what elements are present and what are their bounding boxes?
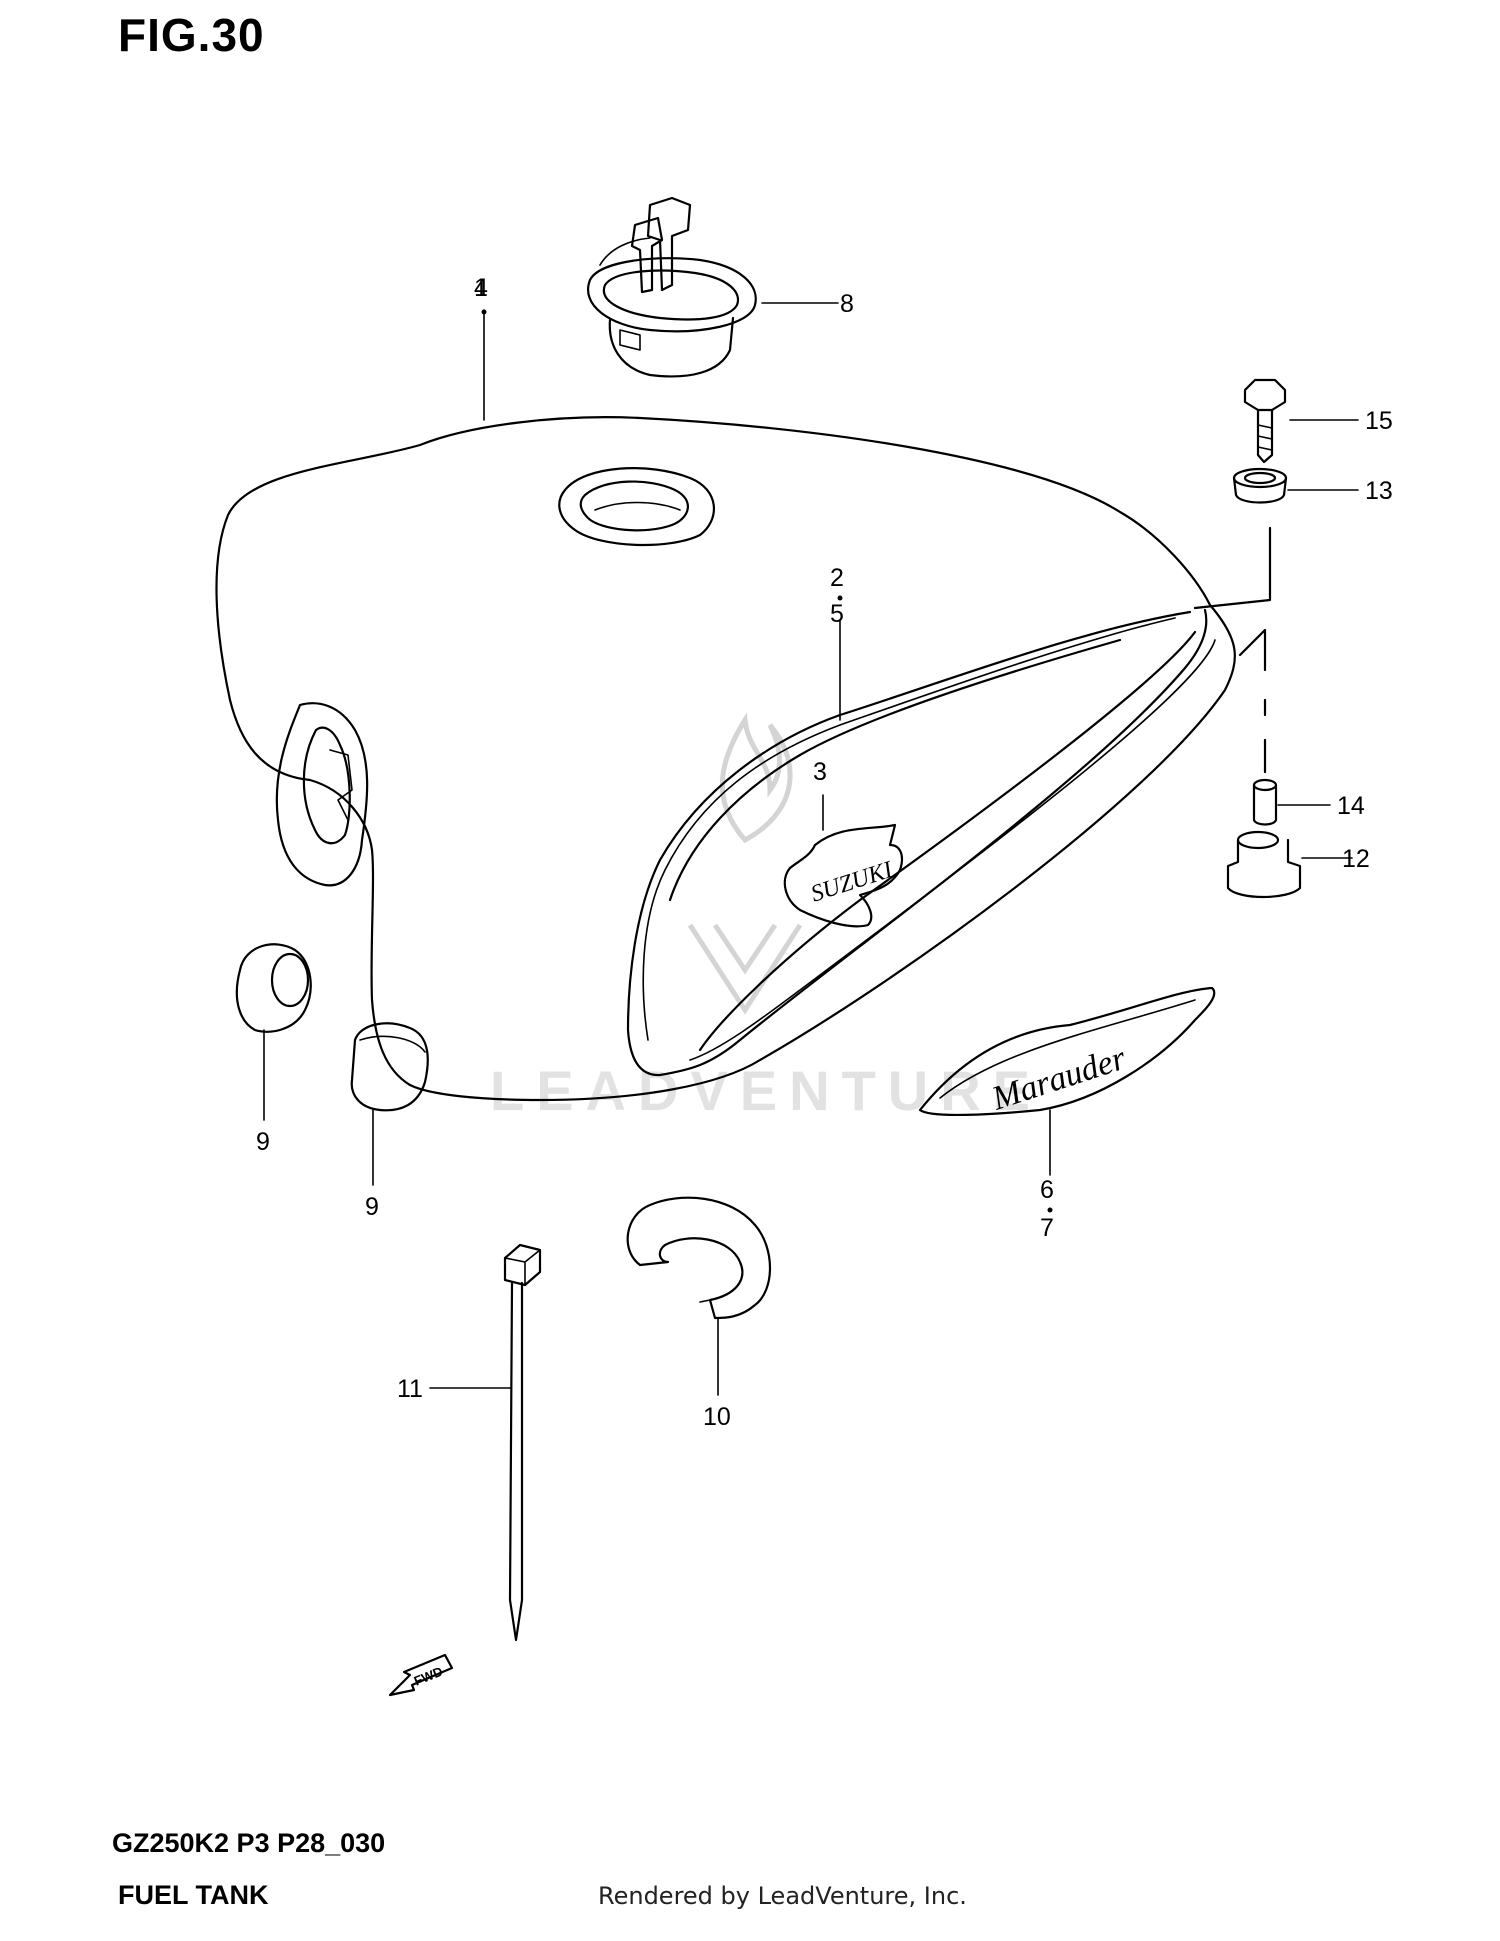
grommet-13 <box>1232 467 1288 504</box>
callout-12: 12 <box>1342 845 1370 873</box>
callout-1: 1 <box>474 274 488 302</box>
mounting-leader <box>1193 526 1272 610</box>
cable-tie-11 <box>503 1243 542 1642</box>
cushion-12 <box>1226 830 1302 899</box>
filler-neck-recess <box>558 467 715 547</box>
model-code: GZ250K2 P3 P28_030 <box>112 1828 386 1858</box>
callout-3: 3 <box>813 758 827 786</box>
tank-stripe <box>626 608 1216 1077</box>
fuel-cap-assembly <box>587 196 757 378</box>
render-credit: Rendered by LeadVenture, Inc. <box>598 1882 967 1910</box>
leader-lines <box>263 302 1359 1396</box>
suzuki-logo-decal: SUZUKI <box>783 823 904 928</box>
tank-rear-mount <box>275 702 369 887</box>
callout-10: 10 <box>703 1403 731 1431</box>
watermark-text: LEADVENTURE <box>490 1059 1042 1122</box>
collar-14 <box>1252 778 1278 826</box>
cushion-9-left <box>235 943 312 1033</box>
callout-7: 7 <box>1040 1214 1054 1242</box>
callout-9-right: 9 <box>365 1193 379 1221</box>
figure-title: FIG.30 <box>118 9 265 61</box>
section-title: FUEL TANK <box>118 1880 269 1910</box>
fuel-tank: SUZUKI <box>215 416 1236 1102</box>
callout-2: 2 <box>830 564 844 592</box>
bolt-15 <box>1243 378 1287 464</box>
callout-4: 4 <box>474 274 488 302</box>
callout-15: 15 <box>1365 407 1393 435</box>
cushion-10 <box>626 1196 772 1320</box>
forward-direction-arrow: FWD <box>388 1653 454 1697</box>
callout-5: 5 <box>830 600 844 628</box>
callout-9-left: 9 <box>256 1128 270 1156</box>
callout-numbers: 1 4 8 2 5 3 15 13 14 12 6 7 9 9 10 11 <box>256 274 1393 1431</box>
leadventure-watermark: LEADVENTURE <box>490 712 1042 1122</box>
callout-14: 14 <box>1337 792 1365 820</box>
callout-11: 11 <box>397 1375 423 1403</box>
callout-6: 6 <box>1040 1176 1054 1204</box>
callout-8: 8 <box>840 290 854 318</box>
callout-13: 13 <box>1365 477 1393 505</box>
suzuki-script: SUZUKI <box>808 857 897 908</box>
mounting-axis <box>1238 628 1267 774</box>
cushion-9-right <box>350 1022 429 1112</box>
